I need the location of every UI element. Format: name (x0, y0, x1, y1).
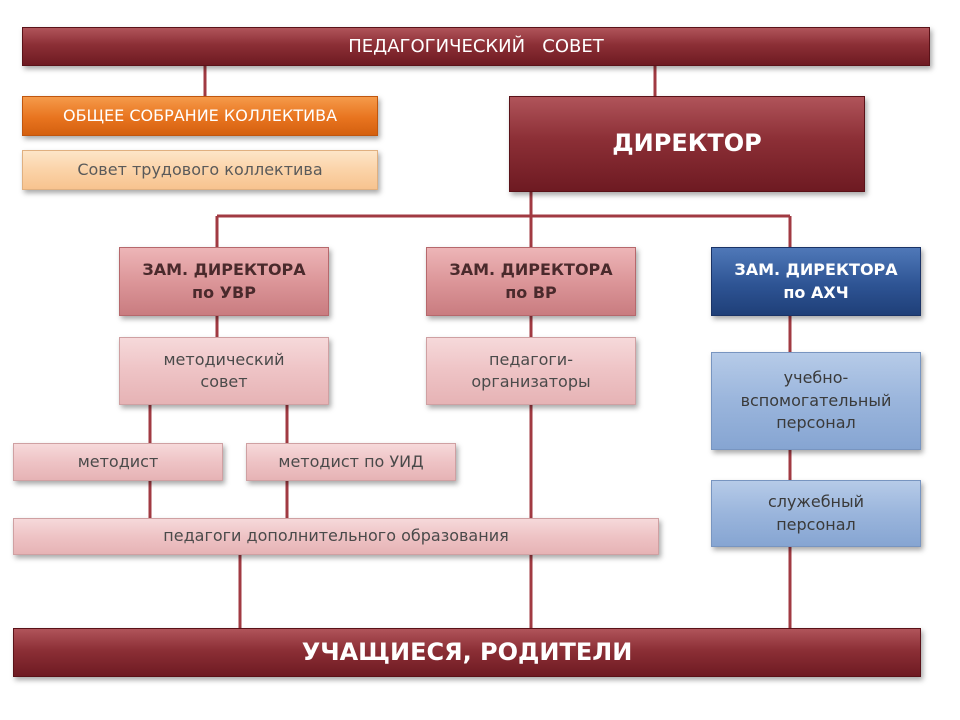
ped-sovet-box: ПЕДАГОГИЧЕСКИЙ СОВЕТ (22, 27, 930, 66)
zam-ahch-label: ЗАМ. ДИРЕКТОРА по АХЧ (734, 260, 898, 302)
direktor-box: ДИРЕКТОР (509, 96, 865, 192)
sovet-trud-box: Совет трудового коллектива (22, 150, 378, 190)
pedagogi-dop-box: педагоги дополнительного образования (13, 518, 659, 555)
uchashchiesya-label: УЧАЩИЕСЯ, РОДИТЕЛИ (301, 637, 633, 666)
uchebno-box: учебно- вспомогательный персонал (711, 352, 921, 450)
ped-sovet-label: ПЕДАГОГИЧЕСКИЙ СОВЕТ (348, 35, 604, 57)
metodist-uid-label: методист по УИД (278, 451, 424, 471)
zam-vr-label: ЗАМ. ДИРЕКТОРА по ВР (449, 260, 613, 302)
ped-org-box: педагоги- организаторы (426, 337, 636, 405)
sluzhebny-box: служебный персонал (711, 480, 921, 547)
obshchee-sobranie-box: ОБЩЕЕ СОБРАНИЕ КОЛЛЕКТИВА (22, 96, 378, 136)
pedagogi-dop-label: педагоги дополнительного образования (163, 526, 509, 546)
zam-uvr-box: ЗАМ. ДИРЕКТОРА по УВР (119, 247, 329, 316)
zam-vr-box: ЗАМ. ДИРЕКТОРА по ВР (426, 247, 636, 316)
obshchee-sobranie-label: ОБЩЕЕ СОБРАНИЕ КОЛЛЕКТИВА (62, 105, 338, 125)
direktor-label: ДИРЕКТОР (612, 129, 762, 158)
uchebno-label: учебно- вспомогательный персонал (740, 368, 892, 433)
ped-org-label: педагоги- организаторы (471, 349, 591, 391)
metodist-box: методист (13, 443, 223, 481)
metod-sovet-box: методический совет (119, 337, 329, 405)
metodist-label: методист (77, 451, 159, 471)
uchashchiesya-box: УЧАЩИЕСЯ, РОДИТЕЛИ (13, 628, 921, 677)
sluzhebny-label: служебный персонал (767, 492, 865, 534)
zam-uvr-label: ЗАМ. ДИРЕКТОРА по УВР (142, 260, 306, 302)
zam-ahch-box: ЗАМ. ДИРЕКТОРА по АХЧ (711, 247, 921, 316)
metod-sovet-label: методический совет (163, 349, 285, 391)
metodist-uid-box: методист по УИД (246, 443, 456, 481)
sovet-trud-label: Совет трудового коллектива (77, 159, 323, 179)
